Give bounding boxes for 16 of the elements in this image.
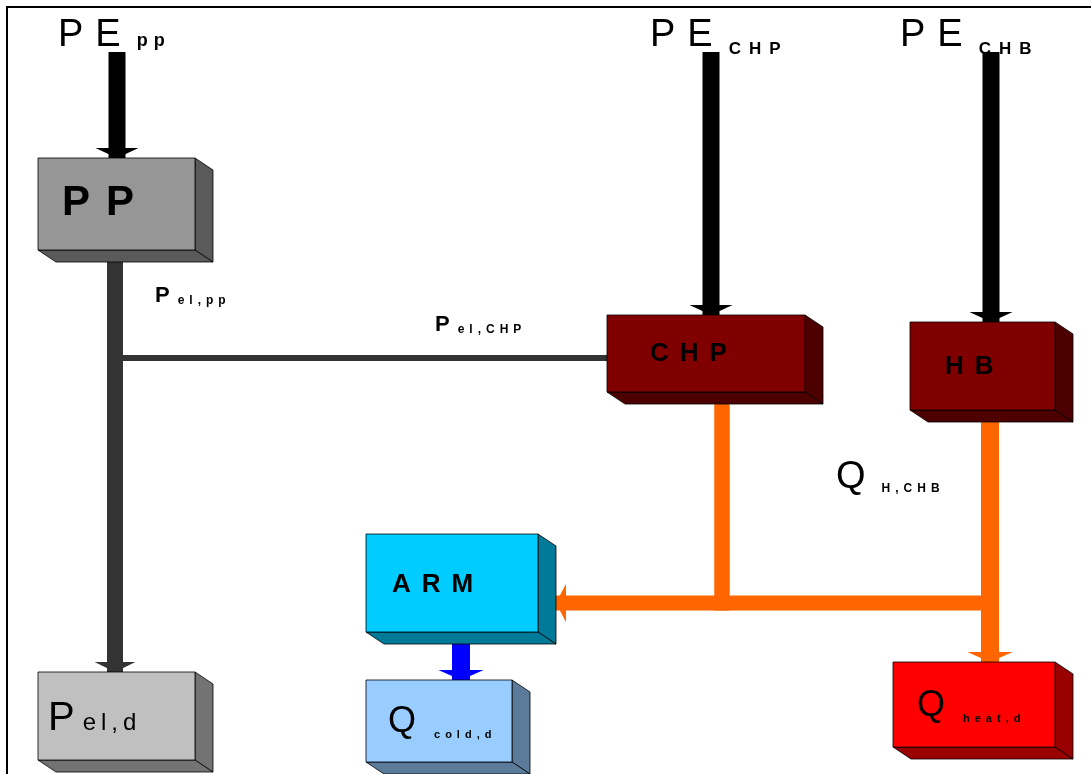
edge-label: Q$_{H,CHB}$ <box>836 456 945 494</box>
flow-arrow <box>689 52 733 315</box>
edge-label: P$_{el,pp}$ <box>155 284 231 306</box>
flow-arrow <box>438 644 484 680</box>
block-label: PP <box>62 180 151 222</box>
flow-arrow <box>95 52 139 158</box>
block-label: Q$_{cold,d}$ <box>388 702 497 738</box>
block-label: CHP <box>650 339 738 365</box>
block-label: ARM <box>392 570 485 596</box>
edge-label: P$_{el,CHP}$ <box>435 313 527 335</box>
energy-input-label: PE$_{CHP}$ <box>650 14 789 52</box>
block-label: Q$_{heat,d}$ <box>917 686 1026 722</box>
block-label: HB <box>945 352 1005 378</box>
flow-arrow <box>967 422 1013 662</box>
flow-arrow <box>94 262 136 672</box>
flow-arrow <box>969 52 1013 322</box>
